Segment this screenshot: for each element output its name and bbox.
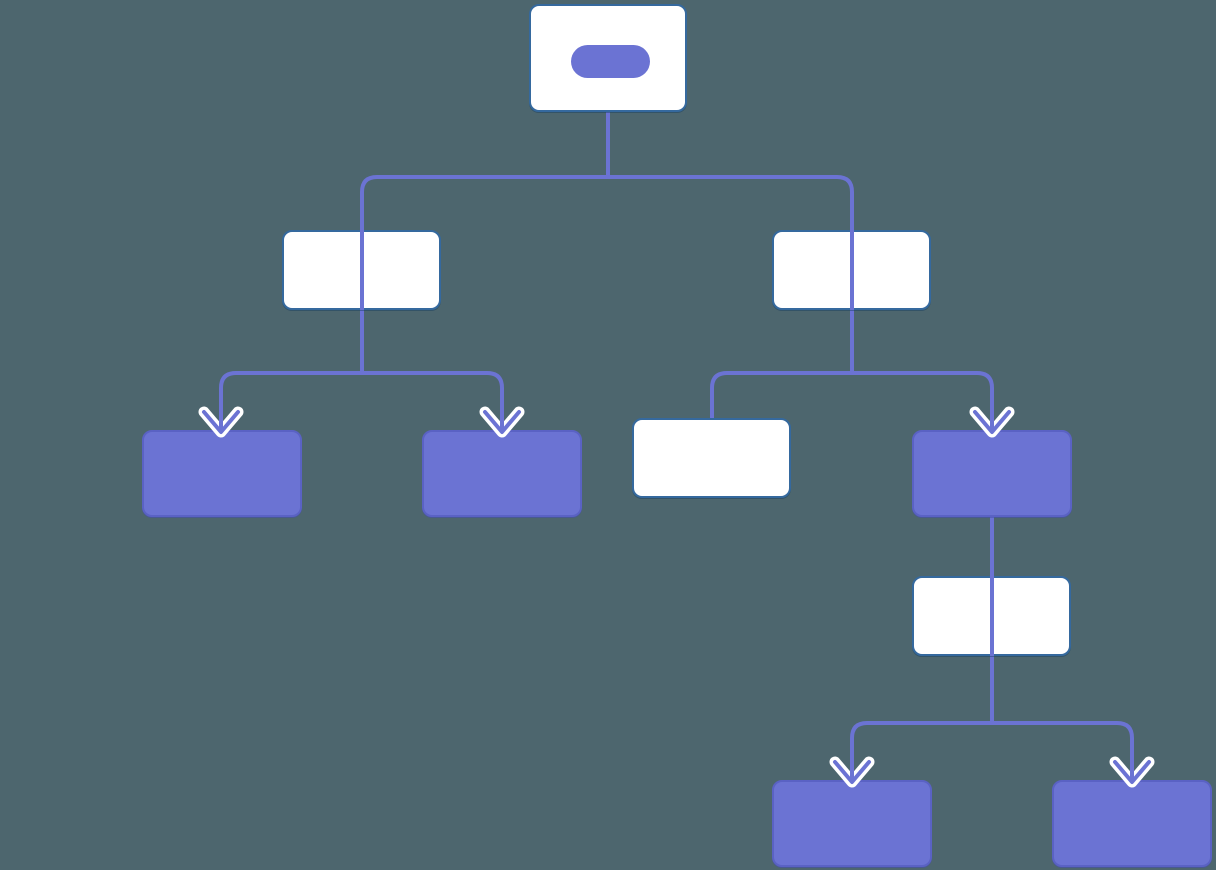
level3-node-b-body <box>424 432 580 515</box>
edge-l4-to-l5b <box>992 721 1134 782</box>
level3-node-a-body <box>144 432 300 515</box>
level3-node-d[interactable] <box>912 430 1072 517</box>
edge-level2-right-to-l3d-arrowhead <box>973 410 1011 434</box>
edge-level2-left-to-l3b-arrowhead <box>483 410 521 434</box>
level3-node-d-body <box>914 432 1070 515</box>
edge-level2-left-to-l3a-halo <box>198 406 244 438</box>
edge-l4-to-l5b-halo <box>1109 756 1155 788</box>
edge-root-to-level2-right <box>608 175 854 230</box>
level5-node-right[interactable] <box>1052 780 1212 867</box>
edge-l4-to-l5a <box>850 721 992 782</box>
edge-level2-right-to-l3c <box>710 371 852 418</box>
level2-right-node-body <box>774 232 929 308</box>
level5-node-right-body <box>1054 782 1210 865</box>
edge-level2-right-to-l3d-halo <box>969 406 1015 438</box>
level3-node-a[interactable] <box>142 430 302 517</box>
level2-right-node[interactable] <box>772 230 931 310</box>
level2-left-node[interactable] <box>282 230 441 310</box>
edge-level2-left-to-l3b <box>362 371 504 432</box>
level5-node-left-body <box>774 782 930 865</box>
edge-l4-to-l5a-arrowhead <box>833 760 871 784</box>
level2-left-node-body <box>284 232 439 308</box>
edge-level2-left-to-l3a <box>219 371 362 432</box>
level3-node-c-body <box>634 420 789 496</box>
edge-level2-left-to-l3a-arrowhead <box>202 410 240 434</box>
root-node-content-pill <box>571 45 650 78</box>
level4-node-body <box>914 578 1069 654</box>
edge-level2-left-to-l3b-halo <box>479 406 525 438</box>
edge-l4-to-l5b-arrowhead <box>1113 760 1151 784</box>
edge-level2-right-to-l3d <box>852 371 994 432</box>
level5-node-left[interactable] <box>772 780 932 867</box>
level4-node[interactable] <box>912 576 1071 656</box>
root-node[interactable] <box>529 4 687 112</box>
edge-root-to-level2-left <box>360 175 608 230</box>
level3-node-b[interactable] <box>422 430 582 517</box>
edge-l4-to-l5a-halo <box>829 756 875 788</box>
level3-node-c[interactable] <box>632 418 791 498</box>
